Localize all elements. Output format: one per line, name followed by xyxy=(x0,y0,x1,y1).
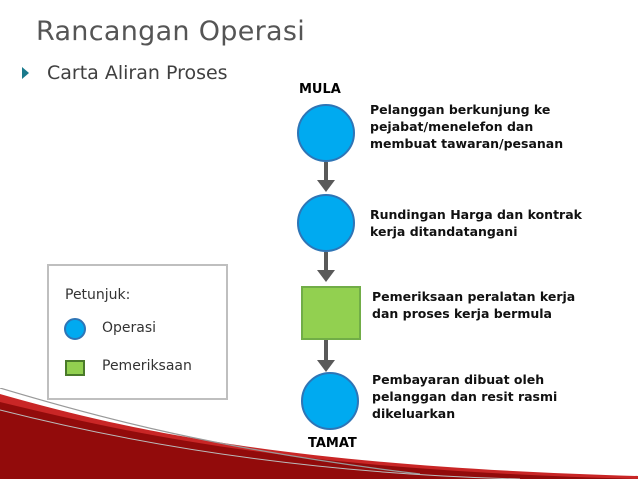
operation-circle-3 xyxy=(301,372,359,430)
inspection-square xyxy=(301,286,361,340)
step-3-text: Pemeriksaan peralatan kerja dan proses k… xyxy=(372,289,576,321)
step-4-text: Pembayaran dibuat oleh pelanggan dan res… xyxy=(372,372,558,421)
operation-circle-1 xyxy=(297,104,355,162)
operation-circle-2 xyxy=(297,194,355,252)
legend-inspection-icon xyxy=(65,360,85,376)
slide-title: Rancangan Operasi xyxy=(36,16,306,47)
start-label: MULA xyxy=(299,82,341,97)
flow-arrow-3-line xyxy=(324,340,328,362)
flow-arrow-2-head xyxy=(317,270,335,282)
legend-inspection-label: Pemeriksaan xyxy=(102,358,192,374)
legend-operation-label: Operasi xyxy=(102,320,157,336)
bullet-item: Carta Aliran Proses xyxy=(22,62,228,84)
step-1-text: Pelanggan berkunjung ke pejabat/menelefo… xyxy=(370,102,564,151)
flow-arrow-3-head xyxy=(317,360,335,372)
flow-arrow-1-head xyxy=(317,180,335,192)
bullet-text: Carta Aliran Proses xyxy=(47,62,228,84)
bullet-arrow-icon xyxy=(22,67,29,79)
decorative-swoosh xyxy=(0,388,638,479)
legend-operation-icon xyxy=(64,318,86,340)
flow-arrow-1-line xyxy=(324,162,328,182)
step-2-text: Rundingan Harga dan kontrak kerja ditand… xyxy=(370,207,582,239)
legend-title: Petunjuk: xyxy=(65,287,131,303)
legend-box: Petunjuk: Operasi Pemeriksaan xyxy=(47,264,228,400)
end-label: TAMAT xyxy=(308,436,357,451)
flow-arrow-2-line xyxy=(324,252,328,272)
